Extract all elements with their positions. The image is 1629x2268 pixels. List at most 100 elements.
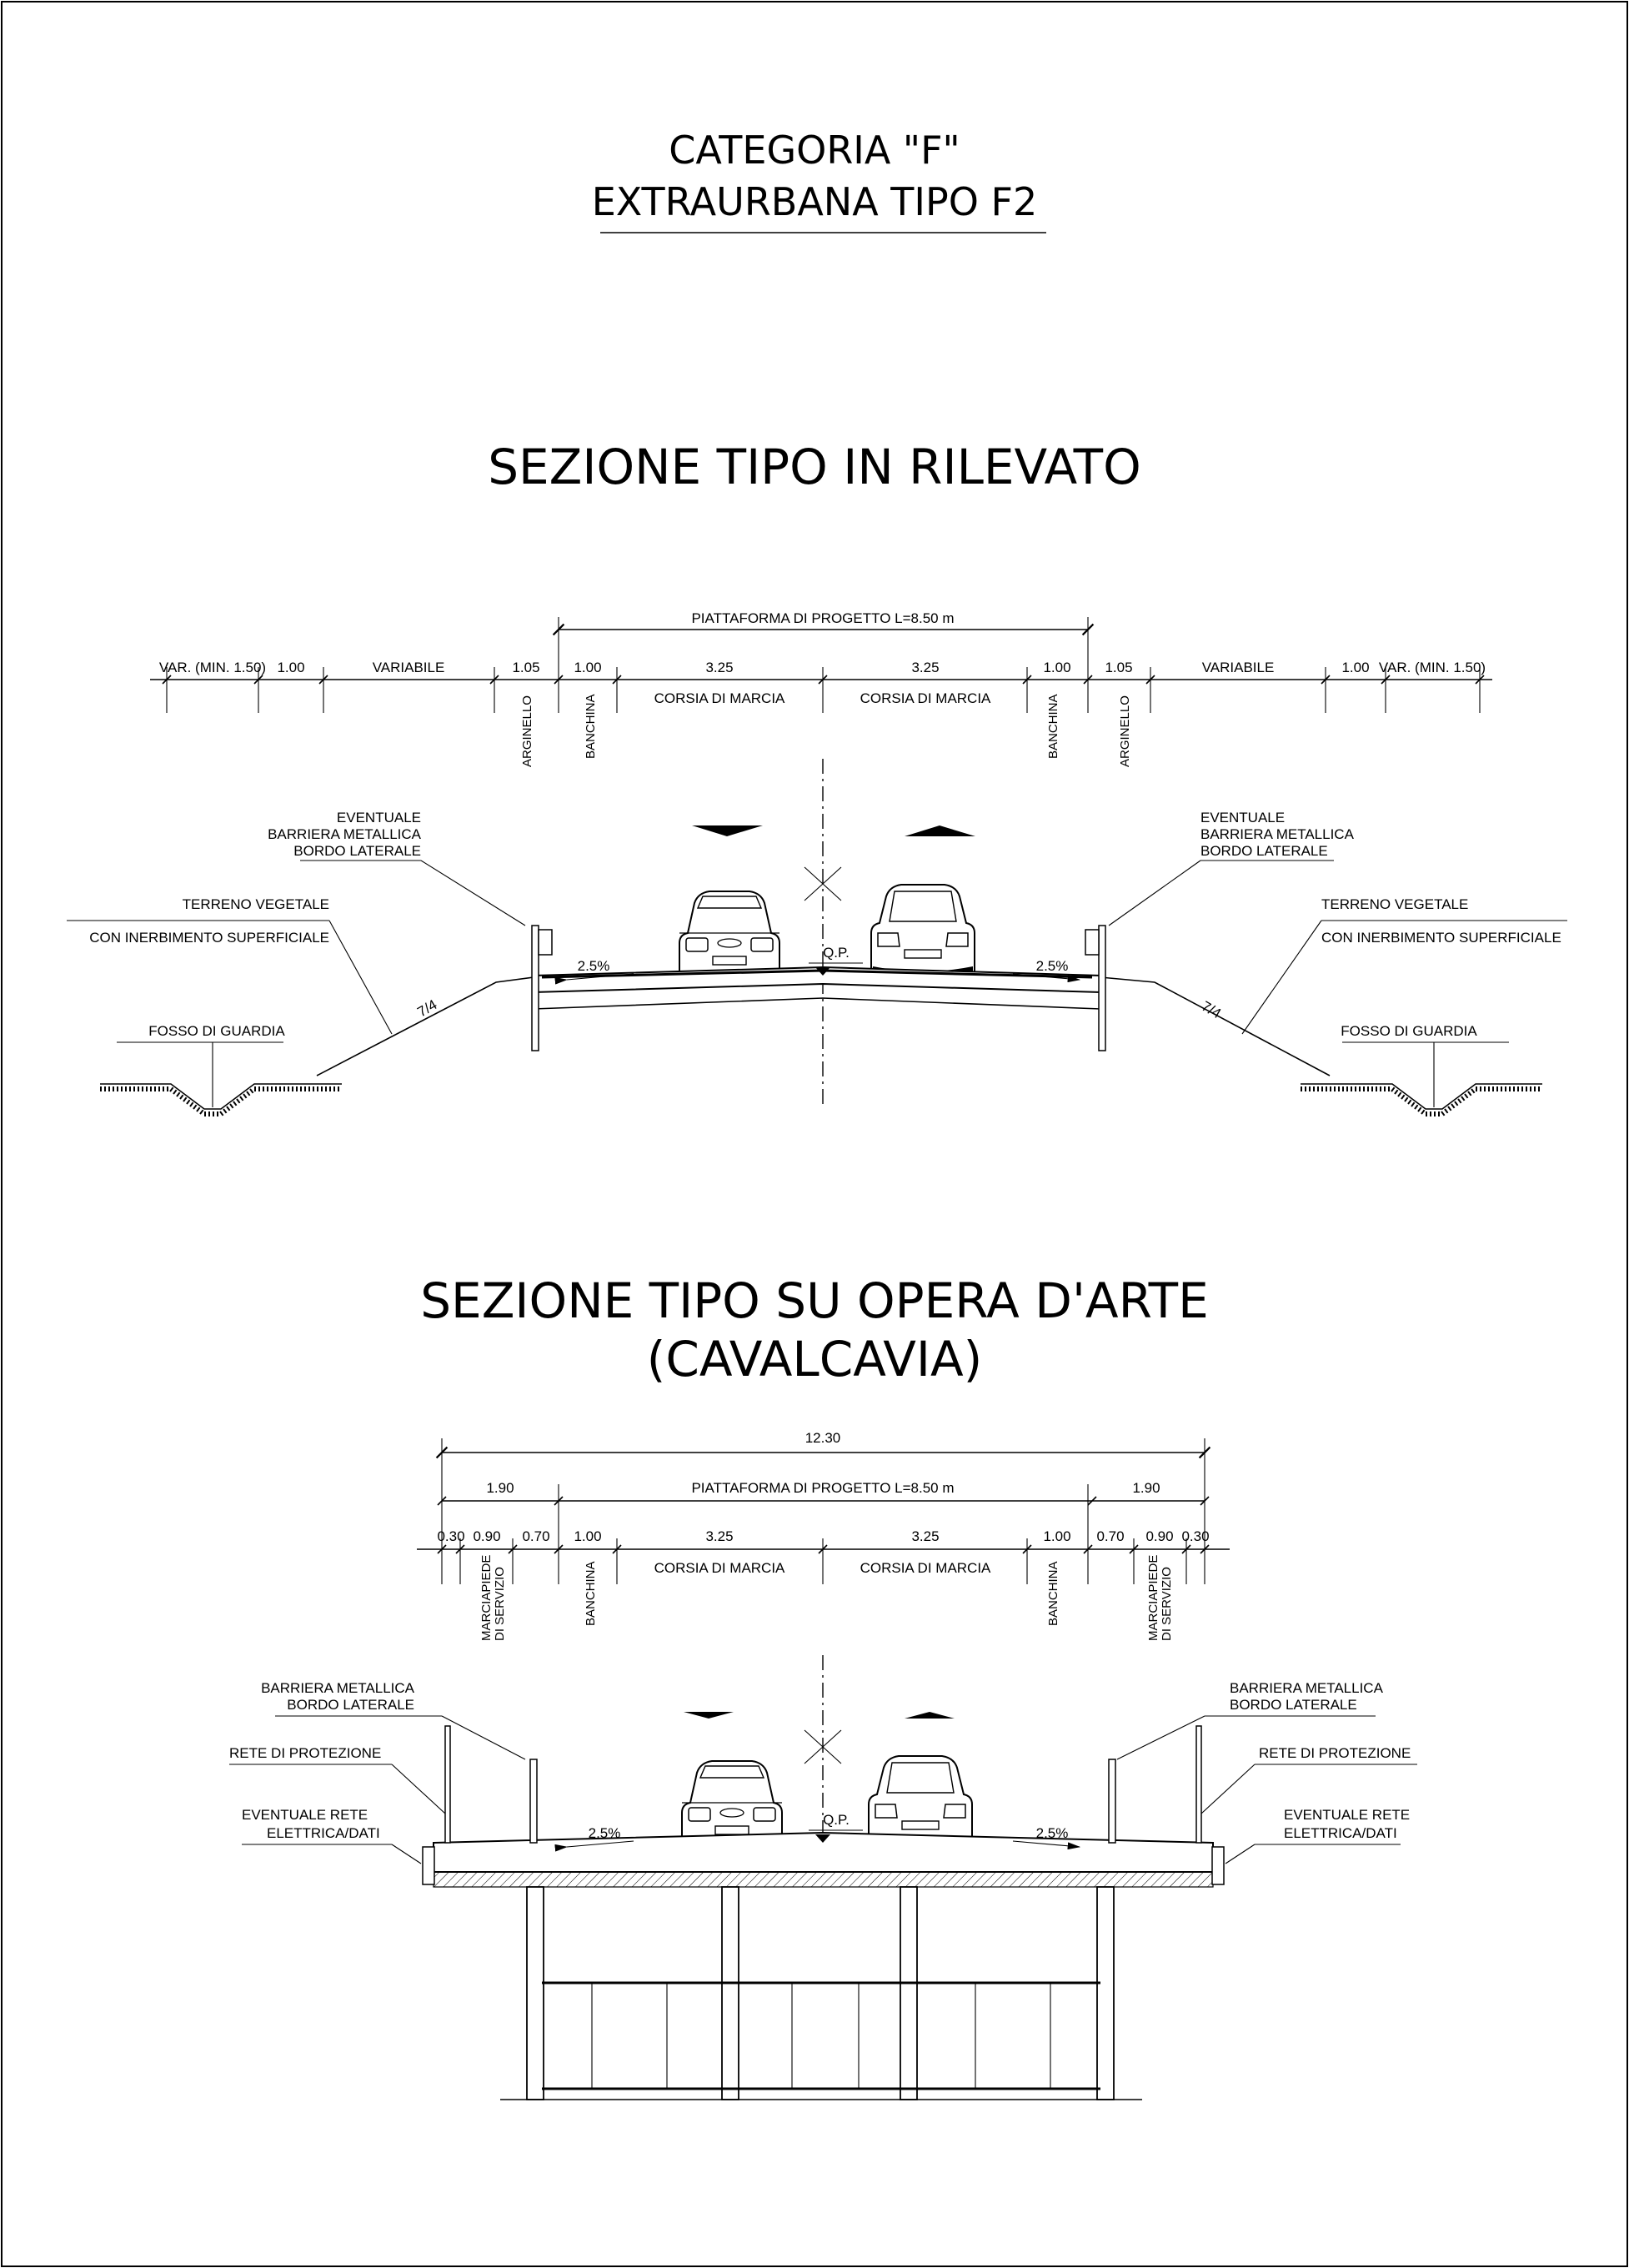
shoulder-label-left: BANCHINA (584, 694, 598, 759)
dim-1-00-left: 1.00 (574, 660, 601, 675)
sidewalk-label-right-2: DI SERVIZIO (1160, 1567, 1174, 1641)
svg-text:FOSSO DI GUARDIA: FOSSO DI GUARDIA (148, 1023, 285, 1039)
sidewalk-label-left-1: MARCIAPIEDE (479, 1555, 494, 1641)
sidewalk-label-left-2: DI SERVIZIO (493, 1567, 507, 1641)
sidewalk-label-right-1: MARCIAPIEDE (1146, 1555, 1160, 1641)
svg-text:CON INERBIMENTO SUPERFICIALE: CON INERBIMENTO SUPERFICIALE (89, 930, 329, 946)
slope-label-left: 7/4 (415, 996, 440, 1020)
svg-text:EVENTUALE: EVENTUALE (1200, 810, 1285, 825)
bridge-crossfall-left: 2.5% (589, 1825, 621, 1841)
bridge-barrier-callout-right: BARRIERA METALLICA BORDO LATERALE (1116, 1680, 1384, 1760)
svg-text:EVENTUALE RETE: EVENTUALE RETE (1284, 1807, 1410, 1823)
dim-bridge-1-00-left: 1.00 (574, 1528, 601, 1544)
dim-0-70-right: 0.70 (1096, 1528, 1124, 1544)
embankment-platform-label: PIATTAFORMA DI PROGETTO L=8.50 m (691, 610, 954, 626)
side-width-left: 1.90 (486, 1480, 514, 1496)
bridge-section-subtitle: (CAVALCAVIA) (647, 1331, 983, 1387)
svg-text:BORDO LATERALE: BORDO LATERALE (293, 843, 421, 859)
berm-label-right: ARGINELLO (1118, 695, 1132, 767)
svg-text:TERRENO VEGETALE: TERRENO VEGETALE (1321, 896, 1468, 912)
ditch-callout-left: FOSSO DI GUARDIA (117, 1023, 285, 1107)
dim-variabile-right: VARIABILE (1202, 660, 1275, 675)
bridge-deck (422, 1725, 1225, 2100)
ditch-callout-right: FOSSO DI GUARDIA (1341, 1023, 1509, 1107)
lane-label-right: CORSIA DI MARCIA (860, 690, 991, 706)
svg-text:ELETTRICA/DATI: ELETTRICA/DATI (267, 1825, 380, 1841)
svg-text:BARRIERA METALLICA: BARRIERA METALLICA (1230, 1680, 1384, 1696)
svg-text:BORDO LATERALE: BORDO LATERALE (1200, 843, 1328, 859)
bridge-dimension-chain: 12.30 1.90 PIATTAFORMA DI PROGETTO L=8.5… (417, 1430, 1230, 1641)
svg-text:BARRIERA METALLICA: BARRIERA METALLICA (268, 826, 422, 842)
svg-text:BORDO LATERALE: BORDO LATERALE (1230, 1697, 1357, 1713)
utility-callout-left: EVENTUALE RETE ELETTRICA/DATI (242, 1807, 422, 1864)
axis-cross-mark (804, 866, 842, 901)
bridge-barrier-callout-left: BARRIERA METALLICA BORDO LATERALE (261, 1680, 526, 1760)
dim-1-00-right: 1.00 (1043, 660, 1070, 675)
direction-arrow-up (905, 825, 975, 836)
dim-var-left: VAR. (MIN. 1.50) (159, 660, 266, 675)
crossfall-right: 2.5% (1036, 958, 1069, 974)
svg-text:RETE DI PROTEZIONE: RETE DI PROTEZIONE (1259, 1745, 1411, 1761)
dim-3-25-left: 3.25 (705, 660, 733, 675)
berm-label-left: ARGINELLO (520, 695, 534, 767)
dim-bridge-1-00-right: 1.00 (1043, 1528, 1070, 1544)
dim-var-right: VAR. (MIN. 1.50) (1379, 660, 1486, 675)
dim-1-05-right: 1.05 (1105, 660, 1132, 675)
profile-point-embankment: Q.P. (823, 945, 850, 961)
dim-0-90-left: 0.90 (473, 1528, 500, 1544)
direction-arrow-down (692, 825, 763, 836)
svg-text:BARRIERA METALLICA: BARRIERA METALLICA (1200, 826, 1355, 842)
bridge-platform-label: PIATTAFORMA DI PROGETTO L=8.50 m (691, 1480, 954, 1496)
profile-point-bridge: Q.P. (823, 1812, 850, 1828)
net-callout-left: RETE DI PROTEZIONE (229, 1745, 446, 1814)
slope-label-right: 7/4 (1199, 998, 1224, 1021)
total-width-label: 12.30 (805, 1430, 841, 1446)
svg-text:EVENTUALE RETE: EVENTUALE RETE (242, 1807, 368, 1823)
embankment-section-title: SEZIONE TIPO IN RILEVATO (488, 439, 1141, 495)
dim-0-90-right: 0.90 (1145, 1528, 1173, 1544)
crossfall-left: 2.5% (578, 958, 610, 974)
soil-callout-right: TERRENO VEGETALE CON INERBIMENTO SUPERFI… (1241, 896, 1567, 1035)
svg-text:BARRIERA METALLICA: BARRIERA METALLICA (261, 1680, 415, 1696)
side-width-right: 1.90 (1132, 1480, 1160, 1496)
dim-1-00-right-outer: 1.00 (1341, 660, 1369, 675)
dim-bridge-3-25-right: 3.25 (911, 1528, 939, 1544)
bridge-shoulder-label-right: BANCHINA (1046, 1561, 1060, 1626)
lane-label-left: CORSIA DI MARCIA (654, 690, 785, 706)
svg-text:RETE DI PROTEZIONE: RETE DI PROTEZIONE (229, 1745, 381, 1761)
svg-text:ELETTRICA/DATI: ELETTRICA/DATI (1284, 1825, 1397, 1841)
category-title: CATEGORIA "F" (669, 128, 960, 173)
svg-text:BORDO LATERALE: BORDO LATERALE (287, 1697, 414, 1713)
dim-bridge-3-25-left: 3.25 (705, 1528, 733, 1544)
svg-text:TERRENO VEGETALE: TERRENO VEGETALE (183, 896, 329, 912)
dim-0-30-left: 0.30 (437, 1528, 464, 1544)
road-type-title: EXTRAURBANA TIPO F2 (592, 179, 1038, 224)
dim-0-30-right: 0.30 (1181, 1528, 1209, 1544)
svg-text:CON INERBIMENTO SUPERFICIALE: CON INERBIMENTO SUPERFICIALE (1321, 930, 1561, 946)
barrier-callout-right: EVENTUALE BARRIERA METALLICA BORDO LATER… (1108, 810, 1355, 926)
dim-1-00-left-outer: 1.00 (277, 660, 304, 675)
dim-variabile-left: VARIABILE (373, 660, 445, 675)
dim-0-70-left: 0.70 (522, 1528, 549, 1544)
bridge-direction-arrow-down (684, 1712, 734, 1719)
bridge-lane-label-right: CORSIA DI MARCIA (860, 1560, 991, 1576)
dim-1-05-left: 1.05 (512, 660, 539, 675)
barrier-callout-left: EVENTUALE BARRIERA METALLICA BORDO LATER… (268, 810, 526, 926)
bridge-axis-cross-mark (804, 1729, 842, 1764)
car-right (870, 884, 975, 979)
bridge-shoulder-label-left: BANCHINA (584, 1561, 598, 1626)
soil-callout-left: TERRENO VEGETALE CON INERBIMENTO SUPERFI… (67, 896, 393, 1035)
net-callout-right: RETE DI PROTEZIONE (1200, 1745, 1417, 1814)
bridge-section-title: SEZIONE TIPO SU OPERA D'ARTE (420, 1272, 1209, 1329)
shoulder-label-right: BANCHINA (1046, 694, 1060, 759)
bridge-crossfall-right: 2.5% (1036, 1825, 1069, 1841)
dim-3-25-right: 3.25 (911, 660, 939, 675)
svg-text:FOSSO DI GUARDIA: FOSSO DI GUARDIA (1341, 1023, 1477, 1039)
svg-text:EVENTUALE: EVENTUALE (337, 810, 421, 825)
embankment-dimension-chain: PIATTAFORMA DI PROGETTO L=8.50 m VAR. (M… (150, 610, 1492, 767)
bridge-direction-arrow-up (905, 1712, 955, 1719)
utility-callout-right: EVENTUALE RETE ELETTRICA/DATI (1225, 1807, 1410, 1864)
